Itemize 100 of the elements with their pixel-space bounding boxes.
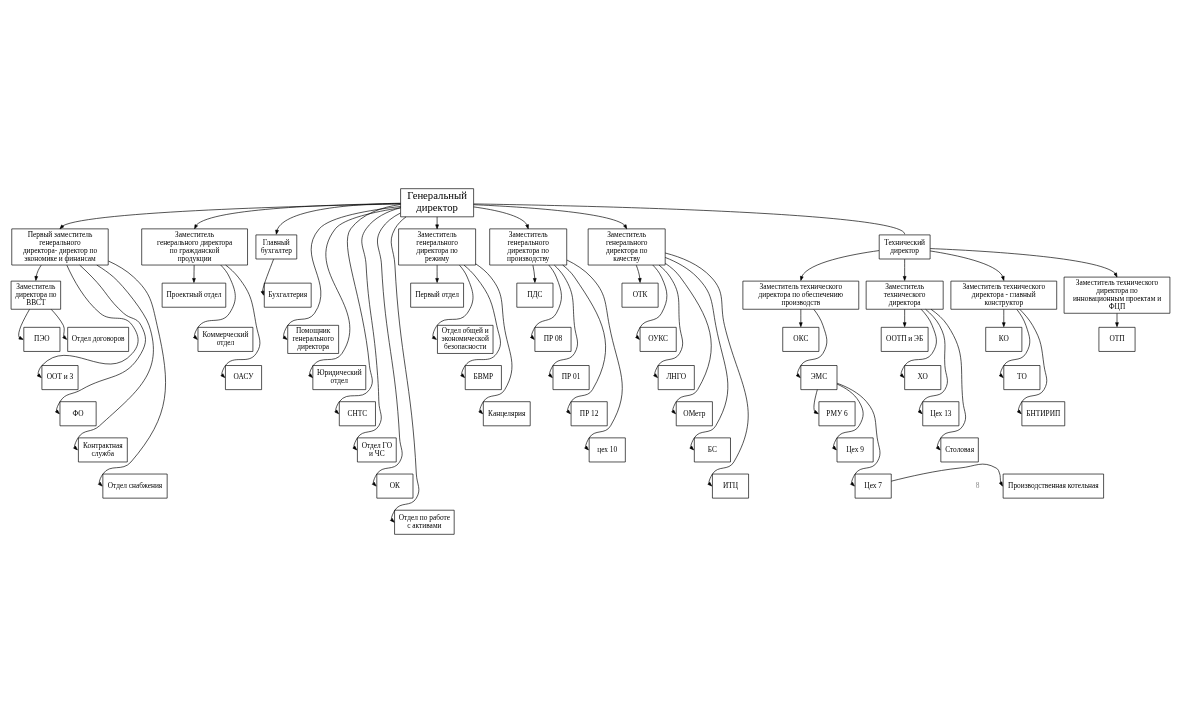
arrow bbox=[97, 260, 166, 486]
node-box: ООТП и ЭБ bbox=[880, 326, 929, 352]
node-box: ПДС bbox=[516, 282, 554, 308]
label: 8 bbox=[975, 480, 980, 490]
node-box: ОАСУ bbox=[225, 364, 262, 390]
node-box: ООТ и З bbox=[41, 364, 79, 390]
arrow bbox=[220, 264, 261, 378]
arrow bbox=[664, 252, 749, 486]
arrow bbox=[475, 263, 513, 414]
node-box: ХО bbox=[904, 364, 942, 390]
arrow bbox=[435, 264, 439, 283]
arrow bbox=[930, 308, 966, 450]
node-box: КО bbox=[985, 326, 1023, 352]
arrow bbox=[36, 264, 139, 378]
node-box: Цех 9 bbox=[836, 437, 874, 462]
arrow bbox=[73, 264, 154, 450]
arrow bbox=[635, 264, 668, 340]
node-box: Производственная котельная bbox=[1002, 473, 1104, 498]
node-box: ПЭО bbox=[23, 326, 61, 352]
node-box: Генеральный директор bbox=[400, 187, 474, 217]
arrow bbox=[371, 212, 403, 486]
arrow bbox=[664, 256, 729, 450]
arrow bbox=[352, 206, 401, 450]
node-box: РМУ 6 bbox=[818, 400, 856, 426]
arrow bbox=[532, 264, 537, 283]
arrow bbox=[795, 308, 828, 378]
arrow bbox=[917, 308, 948, 414]
arrow bbox=[431, 264, 474, 340]
arrow bbox=[899, 308, 937, 378]
arrow bbox=[929, 250, 1005, 281]
node-box: ИТЦ bbox=[712, 473, 749, 498]
arrow bbox=[473, 203, 627, 229]
node-box: Заместитель технического директора по обеспечению производств bbox=[742, 280, 860, 310]
node-box: цех 10 bbox=[588, 437, 626, 462]
node-box: ЭМС bbox=[800, 364, 838, 390]
arrow bbox=[653, 264, 683, 378]
node-box: Бухгалтерия bbox=[263, 282, 312, 308]
arrow bbox=[334, 203, 401, 414]
node-box: Заместитель генерального директора по гражданской продукции bbox=[141, 228, 248, 265]
arrow bbox=[998, 308, 1031, 378]
arrow bbox=[800, 249, 880, 281]
node-box: Цех 13 bbox=[922, 400, 960, 426]
node-box: ПР 08 bbox=[534, 326, 572, 352]
node-box: ОТК bbox=[621, 282, 659, 308]
node-box: Заместитель технического директора bbox=[865, 280, 944, 310]
node-box: Контрактная служба bbox=[78, 437, 128, 462]
arrow bbox=[50, 308, 67, 340]
node-box: Помощник генерального директора bbox=[287, 324, 339, 354]
node-box: БВМР bbox=[464, 364, 502, 390]
node-box: Главный бухгалтер bbox=[255, 234, 298, 259]
arrow bbox=[902, 308, 907, 327]
node-box: ОМетр bbox=[675, 400, 713, 426]
node-box: Заместитель технического директора по инновационным проектам и ФЦП bbox=[1063, 276, 1171, 314]
node-box: Отдел снабжения bbox=[102, 473, 168, 498]
arrow bbox=[836, 382, 881, 486]
arrow bbox=[55, 264, 146, 414]
node-box: Первый отдел bbox=[410, 282, 464, 308]
arrow bbox=[275, 202, 401, 235]
arrow bbox=[566, 259, 623, 450]
node-box: Канцелярия bbox=[483, 400, 531, 426]
arrow bbox=[473, 206, 529, 229]
node-box: Юридический отдел bbox=[312, 364, 367, 390]
node-box: Столовая bbox=[940, 437, 979, 462]
node-box: ОКС bbox=[782, 326, 820, 352]
arrow bbox=[59, 203, 401, 229]
arrow bbox=[192, 264, 196, 283]
node-box: ТО bbox=[1003, 364, 1041, 390]
node-box: Цех 7 bbox=[854, 473, 892, 498]
node-box: Отдел ГО и ЧС bbox=[357, 437, 397, 462]
arrow bbox=[435, 216, 439, 229]
node-box: Отдел по работе с активами bbox=[394, 509, 455, 535]
node-box: ЛНГО bbox=[657, 364, 695, 390]
arrow bbox=[530, 264, 562, 340]
arrow bbox=[260, 258, 274, 296]
arrow bbox=[193, 264, 236, 340]
arrow bbox=[929, 247, 1118, 277]
arrow bbox=[1115, 312, 1119, 327]
arrow bbox=[665, 262, 712, 414]
node-box: ОК bbox=[376, 473, 414, 498]
arrow bbox=[635, 264, 642, 283]
arrow bbox=[813, 388, 819, 414]
arrow bbox=[562, 264, 606, 414]
node-box: Коммерческий отдел bbox=[197, 326, 254, 352]
node-box: ПР 12 bbox=[570, 400, 608, 426]
arrow bbox=[799, 308, 803, 327]
connector bbox=[473, 203, 905, 235]
arrow bbox=[1002, 308, 1006, 327]
node-box: Проектный отдел bbox=[161, 282, 227, 308]
arrow bbox=[832, 383, 864, 450]
node-box: ПР 01 bbox=[552, 364, 590, 390]
node-box: Заместитель генерального директора по качеству bbox=[587, 228, 666, 265]
arrow bbox=[390, 216, 420, 523]
arrow bbox=[18, 308, 30, 340]
node-box: БС bbox=[694, 437, 731, 462]
arrow bbox=[890, 463, 1003, 486]
arrow bbox=[460, 264, 501, 378]
node-box: ОТП bbox=[1098, 326, 1136, 352]
arrow bbox=[308, 206, 401, 378]
arrow bbox=[34, 264, 42, 281]
node-box: Заместитель технического директора - главный конструктор bbox=[950, 280, 1058, 310]
